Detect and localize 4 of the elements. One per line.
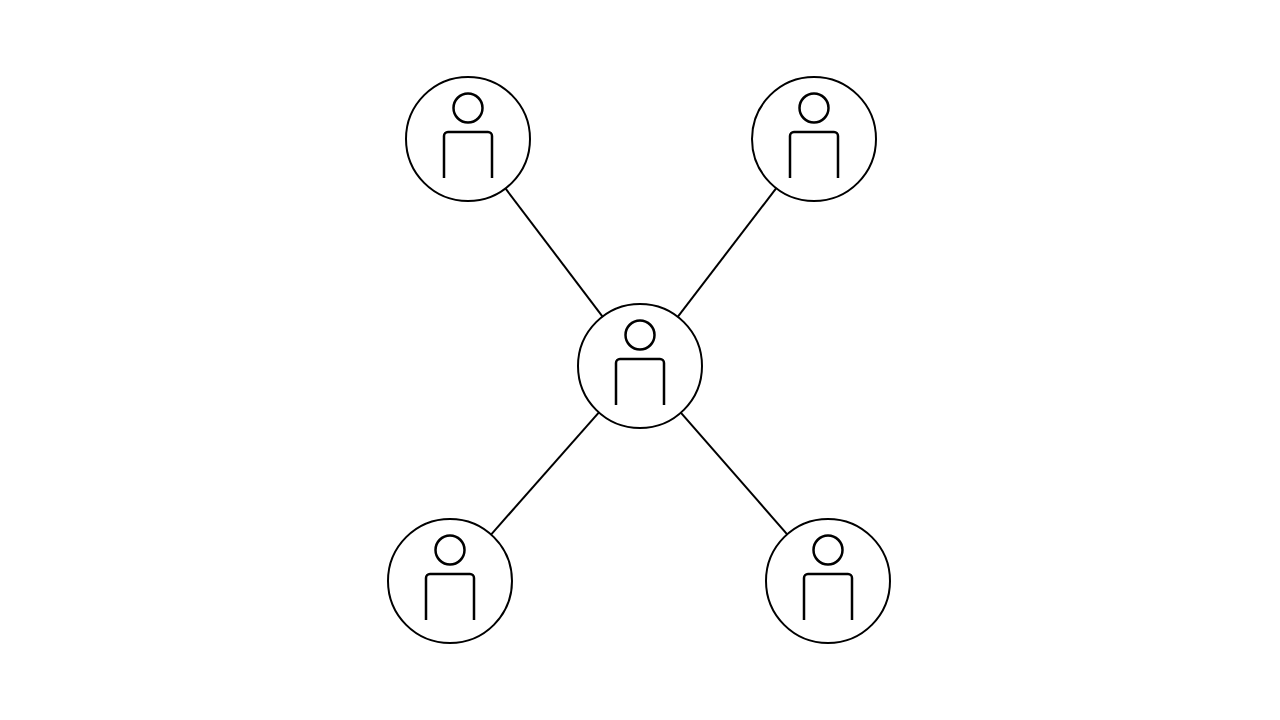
connector-line (490, 411, 600, 536)
connector-line (679, 411, 789, 536)
connector-line (676, 187, 778, 318)
connector-line (504, 187, 604, 318)
